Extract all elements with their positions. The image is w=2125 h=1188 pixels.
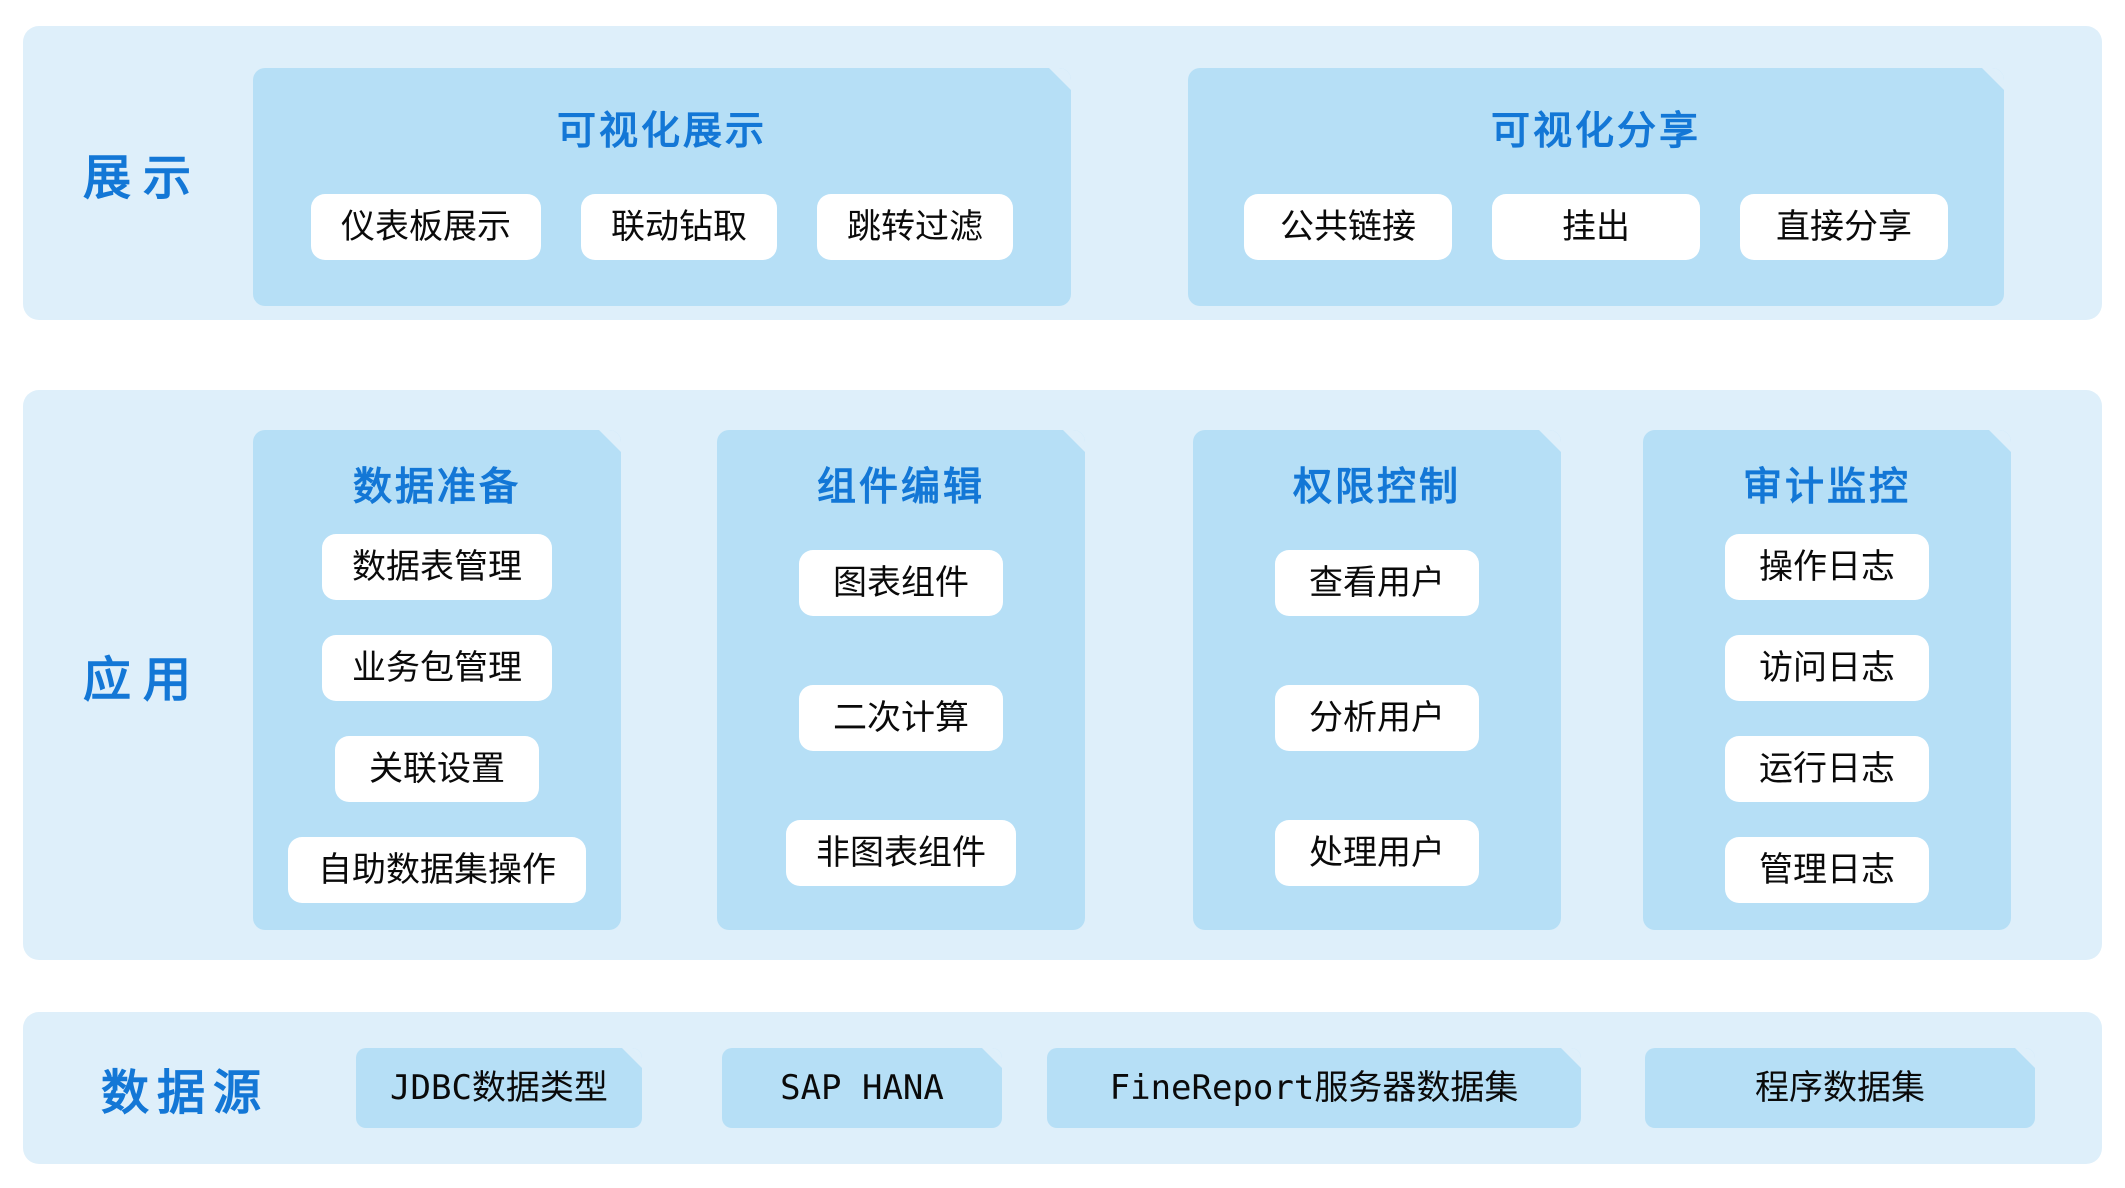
feature-item-list: 公共链接挂出直接分享: [1188, 194, 2004, 260]
feature-item: 访问日志: [1725, 634, 1929, 701]
feature-group-title: 组件编辑: [816, 466, 985, 509]
feature-item: 运行日志: [1725, 735, 1929, 802]
feature-group-title: 可视化分享: [1490, 110, 1701, 153]
layer-section-application: 应用数据准备数据表管理业务包管理关联设置自助数据集操作组件编辑图表组件二次计算非…: [23, 390, 2102, 960]
feature-item-list: 操作日志访问日志运行日志管理日志: [1643, 512, 2011, 930]
layer-label-display: 展示: [83, 152, 204, 205]
layer-label-application: 应用: [83, 654, 204, 707]
feature-item: 直接分享: [1740, 194, 1948, 260]
feature-group: 权限控制查看用户分析用户处理用户: [1193, 430, 1561, 930]
feature-item: 图表组件: [799, 550, 1003, 617]
feature-item-list: 图表组件二次计算非图表组件: [717, 512, 1085, 930]
feature-item: 仪表板展示: [311, 194, 541, 260]
feature-item: 管理日志: [1725, 836, 1929, 903]
datasource-item: JDBC数据类型: [356, 1048, 642, 1128]
feature-item: 分析用户: [1275, 684, 1479, 751]
feature-group: 可视化展示仪表板展示联动钻取跳转过滤: [253, 68, 1071, 306]
feature-item: 数据表管理: [322, 533, 552, 600]
datasource-item: 程序数据集: [1645, 1048, 2035, 1128]
feature-group-title: 审计监控: [1742, 466, 1911, 509]
layer-label-datasource: 数据源: [101, 1067, 270, 1120]
datasource-item: FineReport服务器数据集: [1047, 1048, 1581, 1128]
feature-item: 操作日志: [1725, 533, 1929, 600]
feature-item-list: 数据表管理业务包管理关联设置自助数据集操作: [253, 512, 621, 930]
feature-group-title: 权限控制: [1292, 466, 1461, 509]
feature-item: 处理用户: [1275, 819, 1479, 886]
feature-item: 公共链接: [1244, 194, 1452, 260]
feature-group: 可视化分享公共链接挂出直接分享: [1188, 68, 2004, 306]
feature-item: 查看用户: [1275, 550, 1479, 617]
feature-group: 组件编辑图表组件二次计算非图表组件: [717, 430, 1085, 930]
feature-item: 联动钻取: [581, 194, 777, 260]
feature-item: 二次计算: [799, 684, 1003, 751]
layer-section-display: 展示可视化展示仪表板展示联动钻取跳转过滤可视化分享公共链接挂出直接分享: [23, 26, 2102, 320]
feature-item: 关联设置: [335, 735, 539, 802]
feature-item: 自助数据集操作: [288, 836, 586, 903]
feature-item: 非图表组件: [786, 819, 1016, 886]
feature-item-list: 查看用户分析用户处理用户: [1193, 512, 1561, 930]
feature-group: 审计监控操作日志访问日志运行日志管理日志: [1643, 430, 2011, 930]
layer-section-datasource: 数据源 JDBC数据类型 SAP HANA FineReport服务器数据集程序数据集: [23, 1012, 2102, 1164]
feature-group: 数据准备数据表管理业务包管理关联设置自助数据集操作: [253, 430, 621, 930]
feature-item: 挂出: [1492, 194, 1700, 260]
feature-group-title: 可视化展示: [556, 110, 767, 153]
feature-item: 业务包管理: [322, 634, 552, 701]
feature-group-title: 数据准备: [352, 466, 521, 509]
datasource-item: SAP HANA: [722, 1048, 1002, 1128]
feature-item: 跳转过滤: [817, 194, 1013, 260]
feature-item-list: 仪表板展示联动钻取跳转过滤: [253, 194, 1071, 260]
